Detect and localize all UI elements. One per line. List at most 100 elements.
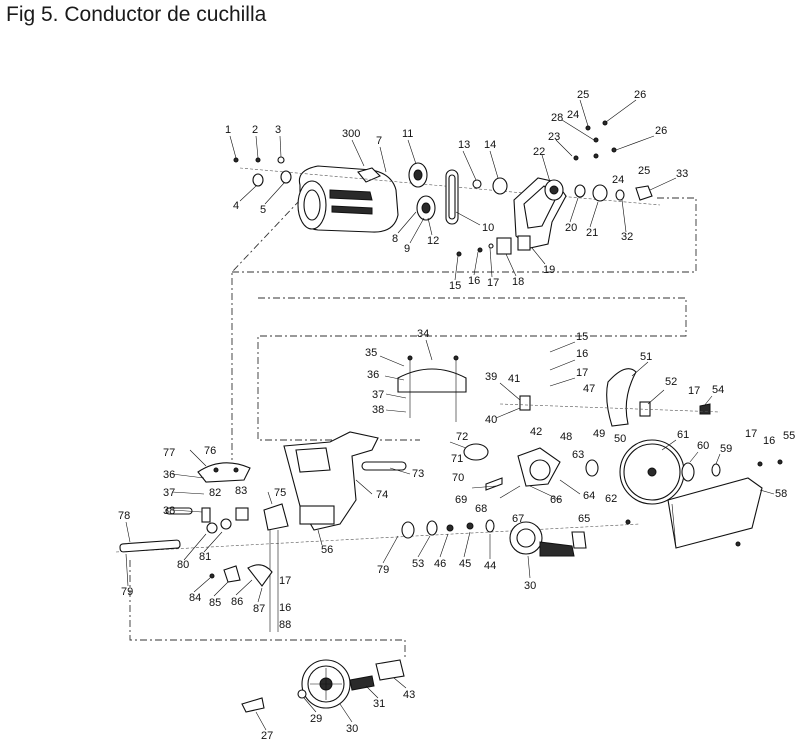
assembly-outline-upper-loop [232,197,697,273]
callout-label: 2 [252,124,258,136]
callout-label: 17 [487,277,499,289]
callout-label: 16 [576,348,588,360]
motor-assembly [233,120,661,257]
callout-label: 37 [163,487,175,499]
callout-label: 38 [372,404,384,416]
callout-label: 77 [163,447,175,459]
handwheel-bottom [241,659,405,713]
callout-label: 35 [365,347,377,359]
callout-label: 54 [712,384,724,396]
callout-label: 64 [583,490,595,502]
callout-label: 76 [204,445,216,457]
callout-label: 63 [572,449,584,461]
callout-label: 46 [434,558,446,570]
callout-label: 10 [482,222,494,234]
callout-label: 7 [376,135,382,147]
callout-label: 3 [275,124,281,136]
callout-label: 37 [372,389,384,401]
callout-label: 21 [586,227,598,239]
callout-label: 70 [452,472,464,484]
callout-label: 8 [392,233,398,245]
callout-label: 9 [404,243,410,255]
callout-label: 49 [593,428,605,440]
left-bracket-parts [197,462,289,632]
callout-label: 65 [578,513,590,525]
callout-label: 85 [209,597,221,609]
callout-label: 72 [456,431,468,443]
callout-label: 27 [261,730,273,742]
blade-guard-parts [499,368,721,427]
callout-label: 48 [560,431,572,443]
callout-label: 55 [783,430,795,442]
callout-label: 44 [484,560,496,572]
callout-label: 24 [567,109,579,121]
callout-label: 82 [209,487,221,499]
callout-label: 67 [512,513,524,525]
callout-label: 53 [412,558,424,570]
callout-label: 33 [676,168,688,180]
callout-label: 62 [605,493,617,505]
callout-label: 1 [225,124,231,136]
callout-label: 38 [163,505,175,517]
callout-label: 30 [346,723,358,735]
assembly-outline-lower [129,560,406,660]
callout-label: 300 [342,128,360,140]
callout-label: 15 [449,280,461,292]
callout-label: 30 [524,580,536,592]
callout-label: 75 [274,487,286,499]
callout-label: 32 [621,231,633,243]
callout-label: 4 [233,200,239,212]
handwheel-middle [509,521,587,557]
callout-label: 83 [235,485,247,497]
drive-shaft [119,519,495,553]
callout-label: 5 [260,204,266,216]
callout-label: 26 [634,89,646,101]
callout-label: 87 [253,603,265,615]
callout-label: 25 [577,89,589,101]
callout-label: 11 [402,128,413,140]
callout-label: 16 [763,435,775,447]
callout-label: 47 [583,383,595,395]
callout-labels: 1 2 3 4 5 300 7 8 9 10 11 12 13 14 15 16… [118,89,795,742]
callout-label: 17 [576,367,588,379]
callout-label: 78 [118,510,130,522]
callout-label: 59 [720,443,732,455]
callout-label: 42 [530,426,542,438]
callout-label: 15 [576,331,588,343]
assembly-outline-middle [257,297,687,441]
callout-label: 43 [403,689,415,701]
callout-label: 29 [310,713,322,725]
callout-label: 20 [565,222,577,234]
callout-label: 88 [279,619,291,631]
callout-label: 28 [551,112,563,124]
callout-label: 69 [455,494,467,506]
callout-label: 58 [775,488,787,500]
callout-label: 79 [121,586,133,598]
callout-label: 36 [367,369,379,381]
callout-label: 13 [458,139,470,151]
callout-label: 50 [614,433,626,445]
saw-blade [619,439,721,505]
callout-label: 84 [189,592,201,604]
guard-housing [625,459,783,549]
callout-label: 39 [485,371,497,383]
callout-label: 18 [512,276,524,288]
callout-label: 26 [655,125,667,137]
callout-label: 14 [484,139,496,151]
callout-label: 24 [612,174,624,186]
callout-label: 60 [697,440,709,452]
callout-label: 71 [451,453,463,465]
callout-label: 66 [550,494,562,506]
callout-label: 12 [427,235,439,247]
callout-label: 19 [543,264,555,276]
callout-label: 45 [459,558,471,570]
callout-label: 17 [688,385,700,397]
callout-label: 16 [279,602,291,614]
main-arm-housing [115,431,641,553]
callout-label: 23 [548,131,560,143]
callout-label: 79 [377,564,389,576]
arbor-housing [361,443,599,499]
callout-label: 80 [177,559,189,571]
callout-label: 16 [468,275,480,287]
